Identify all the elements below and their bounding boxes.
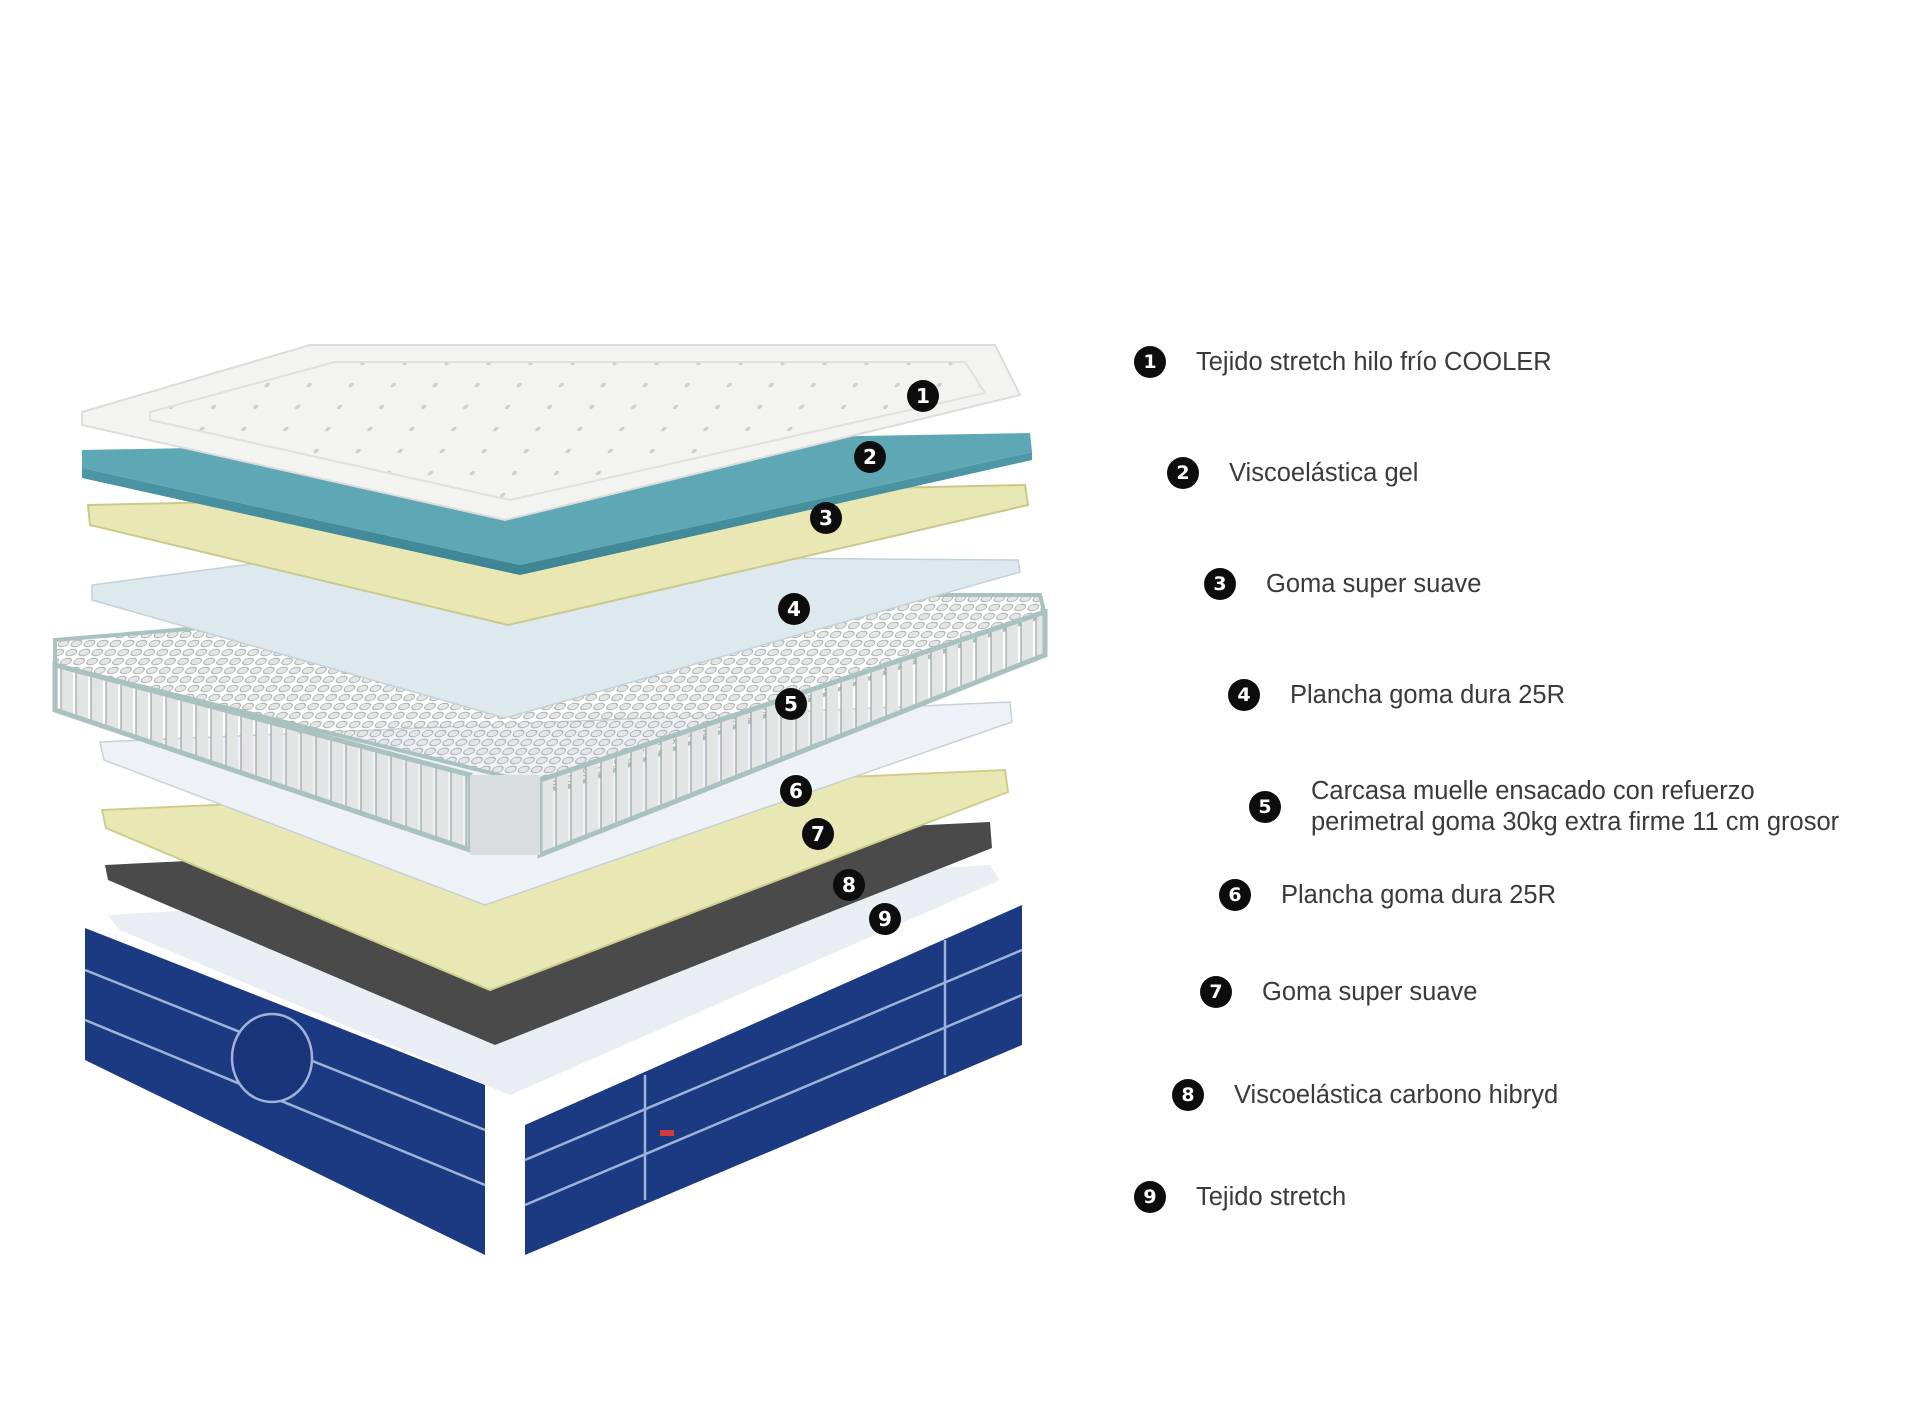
- legend-label: Plancha goma dura 25R: [1281, 880, 1557, 909]
- legend-label: Tejido stretch: [1196, 1182, 1347, 1211]
- svg-text:5: 5: [784, 692, 798, 716]
- marker-7: 7: [802, 818, 834, 850]
- marker-4: 4: [778, 593, 810, 625]
- marker-8: 8: [833, 869, 865, 901]
- svg-text:9: 9: [878, 907, 892, 931]
- legend-item-4: 4 Plancha goma dura 25R: [1228, 679, 1565, 711]
- legend-item-5: 5 Carcasa muelle ensacado con refuerzo p…: [1249, 776, 1839, 838]
- legend-item-3: 3 Goma super suave: [1204, 568, 1481, 600]
- svg-text:7: 7: [811, 822, 825, 846]
- circled-number-icon: 6: [1219, 879, 1251, 911]
- base-emblem: [230, 1012, 314, 1104]
- legend-item-7: 7 Goma super suave: [1200, 976, 1477, 1008]
- svg-text:4: 4: [787, 597, 801, 621]
- base-corner-stripe: [485, 1085, 525, 1258]
- svg-text:3: 3: [819, 506, 833, 530]
- legend-item-2: 2 Viscoelástica gel: [1167, 457, 1418, 489]
- svg-text:1: 1: [916, 384, 930, 408]
- legend-item-9: 9 Tejido stretch: [1134, 1181, 1346, 1213]
- legend-item-6: 6 Plancha goma dura 25R: [1219, 879, 1556, 911]
- legend-item-1: 1 Tejido stretch hilo frío COOLER: [1134, 346, 1552, 378]
- legend-label: Goma super suave: [1266, 569, 1482, 598]
- legend-label: Plancha goma dura 25R: [1290, 680, 1566, 709]
- marker-2: 2: [854, 441, 886, 473]
- legend-item-8: 8 Viscoelástica carbono hibryd: [1172, 1079, 1558, 1111]
- circled-number-icon: 9: [1134, 1181, 1166, 1213]
- circled-number-icon: 3: [1204, 568, 1236, 600]
- base-right-face: [525, 905, 1022, 1255]
- spring-unit-corner: [470, 775, 540, 855]
- marker-5: 5: [775, 688, 807, 720]
- svg-text:8: 8: [842, 873, 856, 897]
- legend-label: Goma super suave: [1262, 977, 1478, 1006]
- marker-6: 6: [780, 775, 812, 807]
- svg-text:6: 6: [789, 779, 803, 803]
- circled-number-icon: 4: [1228, 679, 1260, 711]
- legend-label-line-1: Carcasa muelle ensacado con refuerzo: [1311, 777, 1755, 805]
- circled-number-icon: 1: [1134, 346, 1166, 378]
- illustration-markers: 1 2 3 4 5 6 7 8 9: [775, 380, 939, 935]
- svg-text:2: 2: [863, 445, 877, 469]
- circled-number-icon: 8: [1172, 1079, 1204, 1111]
- circled-number-icon: 5: [1249, 791, 1281, 823]
- circled-number-icon: 7: [1200, 976, 1232, 1008]
- layer-2-gel-edge: [82, 452, 1032, 575]
- marker-9: 9: [869, 903, 901, 935]
- legend-label: Viscoelástica carbono hibryd: [1234, 1080, 1559, 1109]
- legend-label-line-2: perimetral goma 30kg extra firme 11 cm g…: [1311, 808, 1840, 836]
- legend-label: Carcasa muelle ensacado con refuerzo per…: [1311, 776, 1839, 838]
- layer-1-quilted-cover: [81, 344, 1022, 522]
- marker-1: 1: [907, 380, 939, 412]
- legend-label: Viscoelástica gel: [1229, 458, 1419, 487]
- cover-quilting: [149, 361, 987, 502]
- legend-label: Tejido stretch hilo frío COOLER: [1196, 347, 1552, 376]
- base-label: [660, 1130, 674, 1136]
- marker-3: 3: [810, 502, 842, 534]
- circled-number-icon: 2: [1167, 457, 1199, 489]
